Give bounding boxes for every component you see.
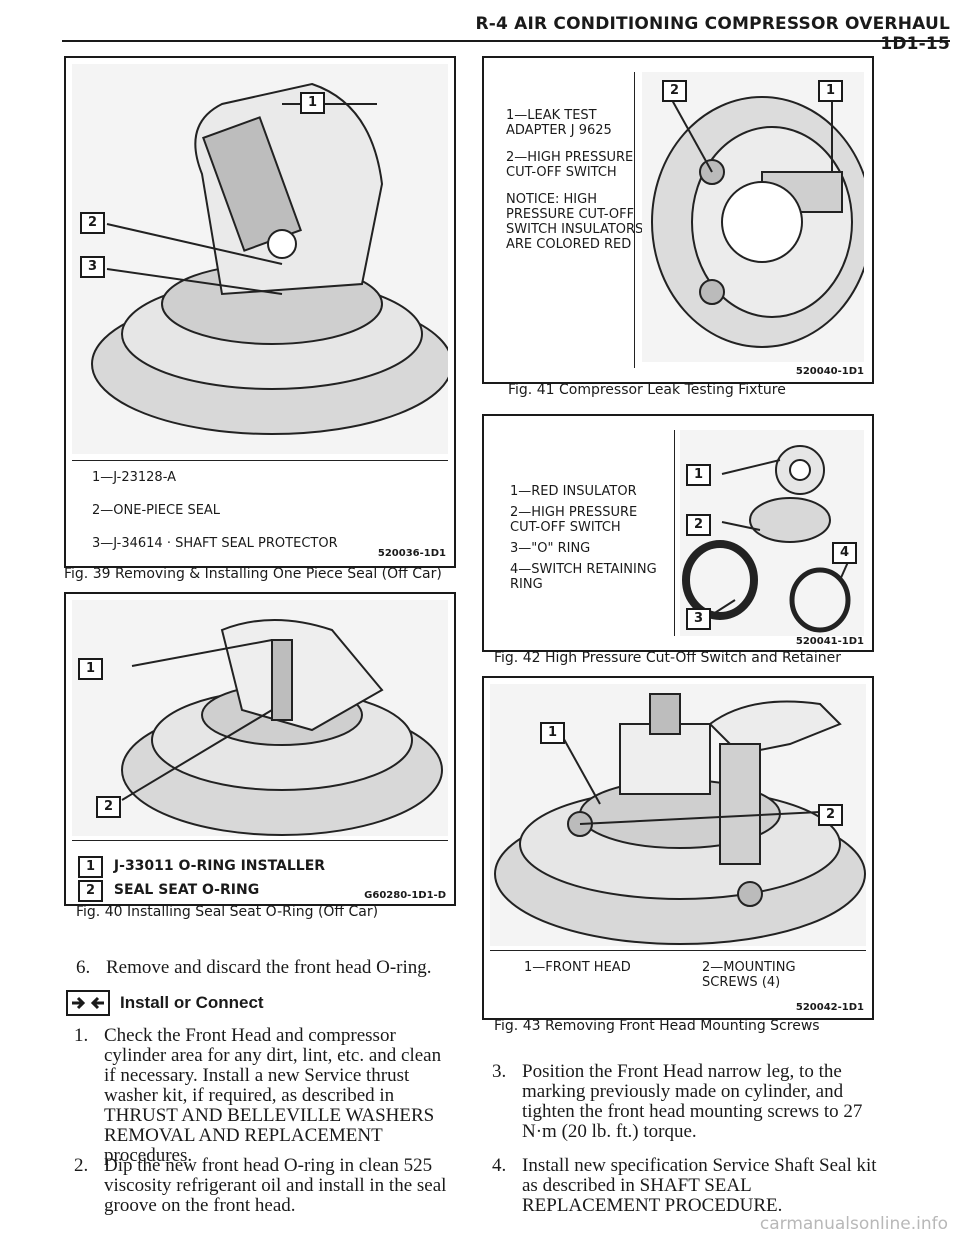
step-2-text: Dip the new front head O-ring in clean 5… [104, 1155, 447, 1216]
header-rule [62, 40, 950, 42]
fig39-legend-2: 2—ONE-PIECE SEAL [92, 503, 221, 518]
figure-43: 1 2 1—FRONT HEAD 2—MOUNTING SCREWS (4) 5… [482, 676, 874, 1020]
fig40-callout-1: 1 [78, 658, 104, 680]
step-2-num: 2. [74, 1155, 89, 1176]
fig42-code: 520041-1D1 [795, 636, 864, 647]
page-header: R-4 AIR CONDITIONING COMPRESSOR OVERHAUL… [475, 14, 950, 54]
step-1-text: Check the Front Head and compressor cyli… [104, 1025, 442, 1166]
fig42-legend-2: 2—HIGH PRESSURE CUT-OFF SWITCH [510, 505, 638, 535]
step-4: 4. Install new specification Service Sha… [492, 1156, 886, 1220]
fig40-legend-num-1: 1 [78, 856, 104, 878]
fig43-callout-1: 1 [540, 722, 566, 744]
fig39-caption: Fig. 39 Removing & Installing One Piece … [64, 566, 442, 582]
fig42-legend-4: 4—SWITCH RETAINING RING [510, 562, 657, 592]
install-connect-icon [66, 990, 110, 1016]
fig43-divider [490, 950, 866, 951]
figure-40: 1 2 1 J-33011 O-RING INSTALLER 2 SEAL SE… [64, 592, 456, 906]
fig41-code: 520040-1D1 [795, 366, 864, 377]
figure-41: 1—LEAK TEST ADAPTER J 9625 2—HIGH PRESSU… [482, 56, 874, 384]
fig42-legend-3: 3—"O" RING [510, 541, 591, 556]
fig42-divider [674, 430, 675, 636]
fig43-caption: Fig. 43 Removing Front Head Mounting Scr… [494, 1018, 820, 1034]
fig39-divider [72, 460, 448, 461]
fig40-legend-2: 2 SEAL SEAT O-RING [78, 880, 259, 902]
fig39-legend: 1—J-23128-A 2—ONE-PIECE SEAL 3—J-34614 ·… [92, 470, 432, 551]
fig39-illustration: 1 2 3 [72, 64, 448, 454]
fig42-callout-2: 2 [686, 514, 712, 536]
fig39-callout-3: 3 [80, 256, 106, 278]
fig42-legend-1: 1—RED INSULATOR [510, 484, 637, 499]
step-1-num: 1. [74, 1025, 89, 1046]
fig43-legend-1: 1—FRONT HEAD [524, 960, 631, 975]
fig41-callout-1: 1 [818, 80, 844, 102]
fig42-legend: 1—RED INSULATOR 2—HIGH PRESSURE CUT-OFF … [510, 484, 670, 594]
step-1: 1. Check the Front Head and compressor c… [74, 1025, 456, 1166]
fig40-caption: Fig. 40 Installing Seal Seat O-Ring (Off… [76, 904, 379, 920]
fig40-code: G60280-1D1-D [364, 890, 446, 901]
step-3: 3. Position the Front Head narrow leg, t… [492, 1062, 886, 1146]
fig40-legend-text-2: SEAL SEAT O-RING [113, 882, 260, 898]
fig41-legend-1: 1—LEAK TEST ADAPTER J 9625 [506, 108, 612, 138]
step-6-text: Remove and discard the front head O-ring… [106, 957, 432, 978]
figure-39: 1 2 3 1—J-23128-A 2—ONE-PIECE SEAL 3—J-3… [64, 56, 456, 568]
fig40-divider [72, 840, 448, 841]
step-3-num: 3. [492, 1061, 507, 1082]
watermark: carmanualsonline.info [759, 1214, 948, 1234]
step-6-num: 6. [76, 957, 91, 978]
fig40-legend-1: 1 J-33011 O-RING INSTALLER [78, 856, 325, 878]
install-connect-heading: Install or Connect [66, 990, 446, 1016]
fig42-callout-3: 3 [686, 608, 712, 630]
fig42-callout-1: 1 [686, 464, 712, 486]
fig41-illustration: 2 1 [642, 72, 864, 362]
fig43-legend-2: 2—MOUNTING SCREWS (4) [702, 960, 796, 990]
fig41-legend-3: NOTICE: HIGH PRESSURE CUT-OFF SWITCH INS… [506, 192, 644, 252]
fig41-legend-2: 2—HIGH PRESSURE CUT-OFF SWITCH [506, 150, 634, 180]
fig39-legend-3: 3—J-34614 · SHAFT SEAL PROTECTOR [92, 536, 338, 551]
fig42-caption: Fig. 42 High Pressure Cut-Off Switch and… [494, 650, 841, 666]
fig40-legend-num-2: 2 [78, 880, 104, 902]
step-2: 2. Dip the new front head O-ring in clea… [74, 1156, 456, 1220]
fig42-callout-4: 4 [832, 542, 858, 564]
fig41-caption: Fig. 41 Compressor Leak Testing Fixture [508, 382, 786, 398]
fig43-callout-2: 2 [818, 804, 844, 826]
fig41-callout-2: 2 [662, 80, 688, 102]
step-4-text: Install new specification Service Shaft … [522, 1155, 877, 1216]
figure-42: 1—RED INSULATOR 2—HIGH PRESSURE CUT-OFF … [482, 414, 874, 652]
fig40-illustration: 1 2 [72, 600, 448, 836]
install-connect-label: Install or Connect [120, 993, 264, 1012]
fig39-callout-2: 2 [80, 212, 106, 234]
fig40-legend-text-1: J-33011 O-RING INSTALLER [113, 858, 326, 874]
fig41-legend: 1—LEAK TEST ADAPTER J 9625 2—HIGH PRESSU… [506, 108, 656, 254]
step-3-text: Position the Front Head narrow leg, to t… [522, 1061, 863, 1142]
fig39-code: 520036-1D1 [377, 548, 446, 559]
fig43-code: 520042-1D1 [795, 1002, 864, 1013]
fig39-callout-1: 1 [300, 92, 326, 114]
fig41-divider [634, 72, 635, 368]
fig43-illustration: 1 2 [490, 684, 866, 946]
step-4-num: 4. [492, 1155, 507, 1176]
step-6: 6. Remove and discard the front head O-r… [76, 958, 456, 980]
fig42-illustration: 1 2 4 3 [680, 430, 864, 636]
fig39-legend-1: 1—J-23128-A [92, 470, 176, 485]
fig40-callout-2: 2 [96, 796, 122, 818]
